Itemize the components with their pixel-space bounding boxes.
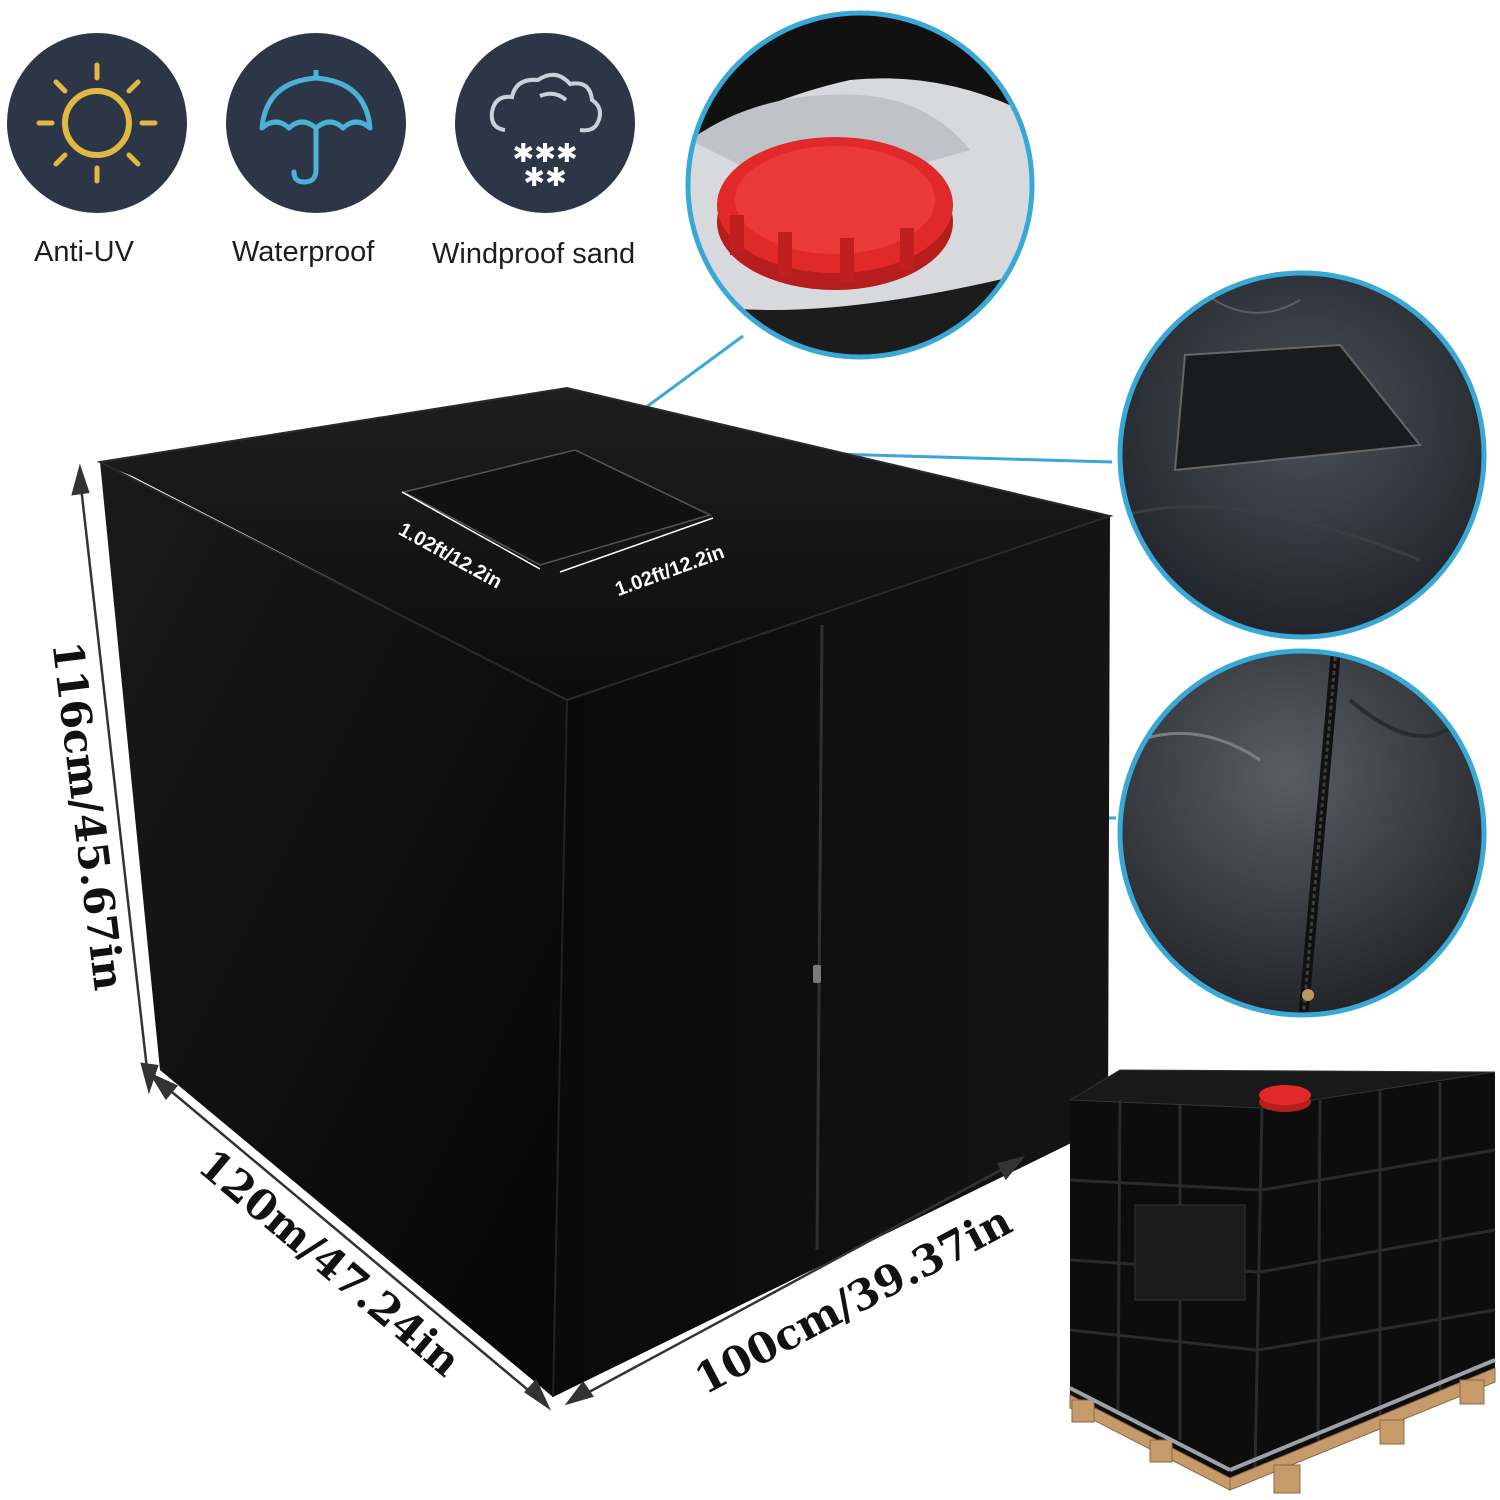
tank-on-pallet	[1068, 1069, 1496, 1494]
tank-cover	[96, 386, 1114, 1398]
window-detail-circle	[1117, 270, 1487, 640]
zipper-detail-circle	[1117, 648, 1487, 1018]
snow-cloud-icon: ✱✱✱ ✱✱	[455, 33, 635, 213]
window-arrows	[401, 491, 714, 573]
feature-label-waterproof: Waterproof	[232, 236, 375, 268]
sun-icon	[7, 33, 187, 213]
feature-label-windproof: Windproof sand	[432, 238, 636, 270]
feature-label-anti-uv: Anti-UV	[34, 236, 134, 268]
cap-detail-circle	[685, 10, 1035, 360]
svg-text:✱✱: ✱✱	[523, 163, 567, 193]
umbrella-icon	[226, 33, 406, 213]
svg-text:✱✱✱: ✱✱✱	[512, 139, 577, 169]
dimension-arrows	[71, 463, 1026, 1411]
